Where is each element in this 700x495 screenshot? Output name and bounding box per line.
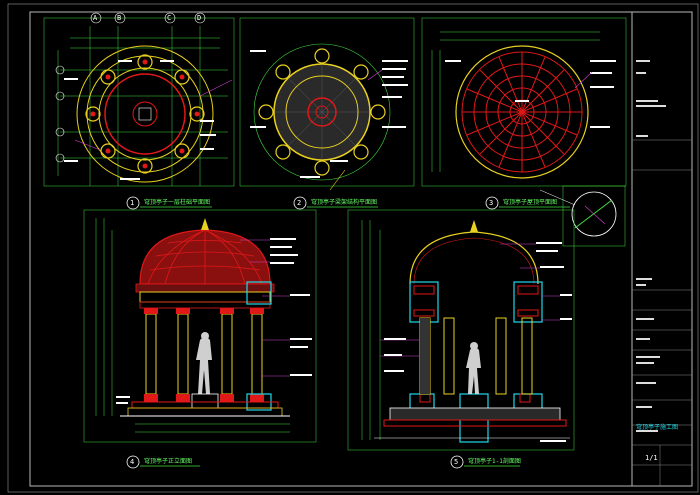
view-title: 穹顶亭子一层柱础平面图 [144,199,211,206]
sheet-number: 1/1 [645,454,658,462]
view-number: 1 [130,199,135,207]
view-number: 3 [489,199,494,207]
title-block [632,60,692,486]
view-1-plan [43,12,235,187]
view-title: 穹顶亭子屋顶平面图 [503,199,558,206]
view-number: 5 [454,458,459,466]
grid-axis-bubble [90,12,102,24]
drawing-name: 穹顶亭子施工图 [636,424,679,431]
grid-axis-label: B [117,14,122,22]
view-title: 穹顶亭子梁架结构平面图 [311,199,378,206]
view-5-section [347,209,575,451]
view-2-plan [239,17,415,191]
grid-axis-bubble [164,12,176,24]
detail-callout [539,185,626,247]
view-number: 4 [130,458,135,466]
grid-axis-label: C [167,14,172,22]
sheet-frame [7,3,699,493]
grid-axis-label: D [197,14,202,22]
view-title: 穹顶亭子正立面图 [144,458,193,465]
view-4-elevation [83,209,317,443]
grid-axis-bubble [194,12,206,24]
grid-axis-label: A [93,14,98,22]
view-title: 穹顶亭子1-1剖面图 [468,458,521,465]
view-number: 2 [297,199,302,207]
grid-axis-bubble [114,12,126,24]
view-3-plan [421,17,627,187]
